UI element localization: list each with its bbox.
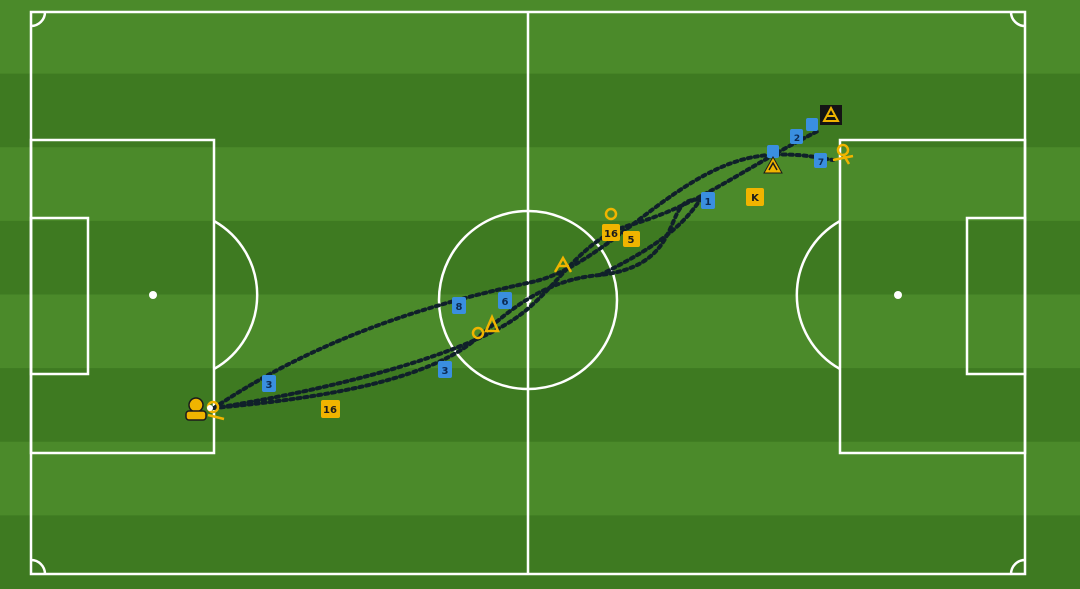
hazard-triangle-icon <box>820 105 842 125</box>
player-glyph-icon <box>553 255 573 273</box>
team-a-marker: 1 <box>701 192 715 209</box>
corner-arc-bottom-left <box>30 558 47 575</box>
grass-stripe <box>0 294 1080 370</box>
corner-arc-top-left <box>30 11 47 28</box>
team-a-marker: 3 <box>262 375 276 392</box>
team-a-marker: 6 <box>498 292 512 309</box>
grass-stripe <box>0 368 1080 443</box>
left-goal-area <box>29 216 90 376</box>
team-a-marker: 7 <box>814 153 827 168</box>
team-a-marker: 3 <box>438 361 452 378</box>
player-markers: 3 8 6 3 1 2 7 <box>185 105 854 421</box>
ball-path-link <box>598 198 702 277</box>
team-a-marker-label: 3 <box>442 366 449 377</box>
player-glyph-icon <box>471 313 500 340</box>
ball-path-third <box>212 128 822 410</box>
player-glyph-icon <box>604 207 618 221</box>
team-b-marker: 16 <box>321 400 340 418</box>
team-a-marker-label: 8 <box>456 302 463 313</box>
team-b-marker-label: 16 <box>323 405 337 416</box>
center-circle <box>437 209 619 391</box>
left-penalty-arc <box>213 219 259 371</box>
team-a-marker-label: 1 <box>705 197 712 208</box>
team-b-marker: K <box>746 188 764 206</box>
grass-stripe <box>0 147 1080 222</box>
corner-arc-top-right <box>1009 11 1026 28</box>
team-a-marker-label: 2 <box>794 134 800 144</box>
grass-stripe <box>0 515 1080 589</box>
team-b-marker: 5 <box>623 231 640 247</box>
team-a-marker: 2 <box>790 129 803 144</box>
team-a-marker <box>767 145 779 158</box>
player-glyph-icon <box>832 143 854 165</box>
team-b-marker-label: K <box>751 193 760 204</box>
team-b-marker: 16 <box>602 224 620 241</box>
team-a-marker-label: 6 <box>502 297 509 308</box>
left-penalty-spot <box>149 291 157 299</box>
grass-stripe <box>0 220 1080 296</box>
team-a-marker-label: 3 <box>266 380 273 391</box>
team-a-marker <box>806 118 818 131</box>
pitch-markings <box>29 10 1027 576</box>
grass-stripe <box>0 73 1080 149</box>
team-a-marker: 8 <box>452 297 466 314</box>
team-a-marker-label: 7 <box>818 158 824 168</box>
team-b-marker-label: 5 <box>628 235 635 246</box>
team-b-marker-label: 16 <box>604 229 618 240</box>
right-goal-area <box>965 216 1027 376</box>
right-penalty-arc <box>795 219 841 371</box>
ball-origin-dot <box>207 405 213 411</box>
right-penalty-spot <box>894 291 902 299</box>
warning-triangle-icon <box>763 155 783 174</box>
corner-arc-bottom-right <box>1009 558 1026 575</box>
